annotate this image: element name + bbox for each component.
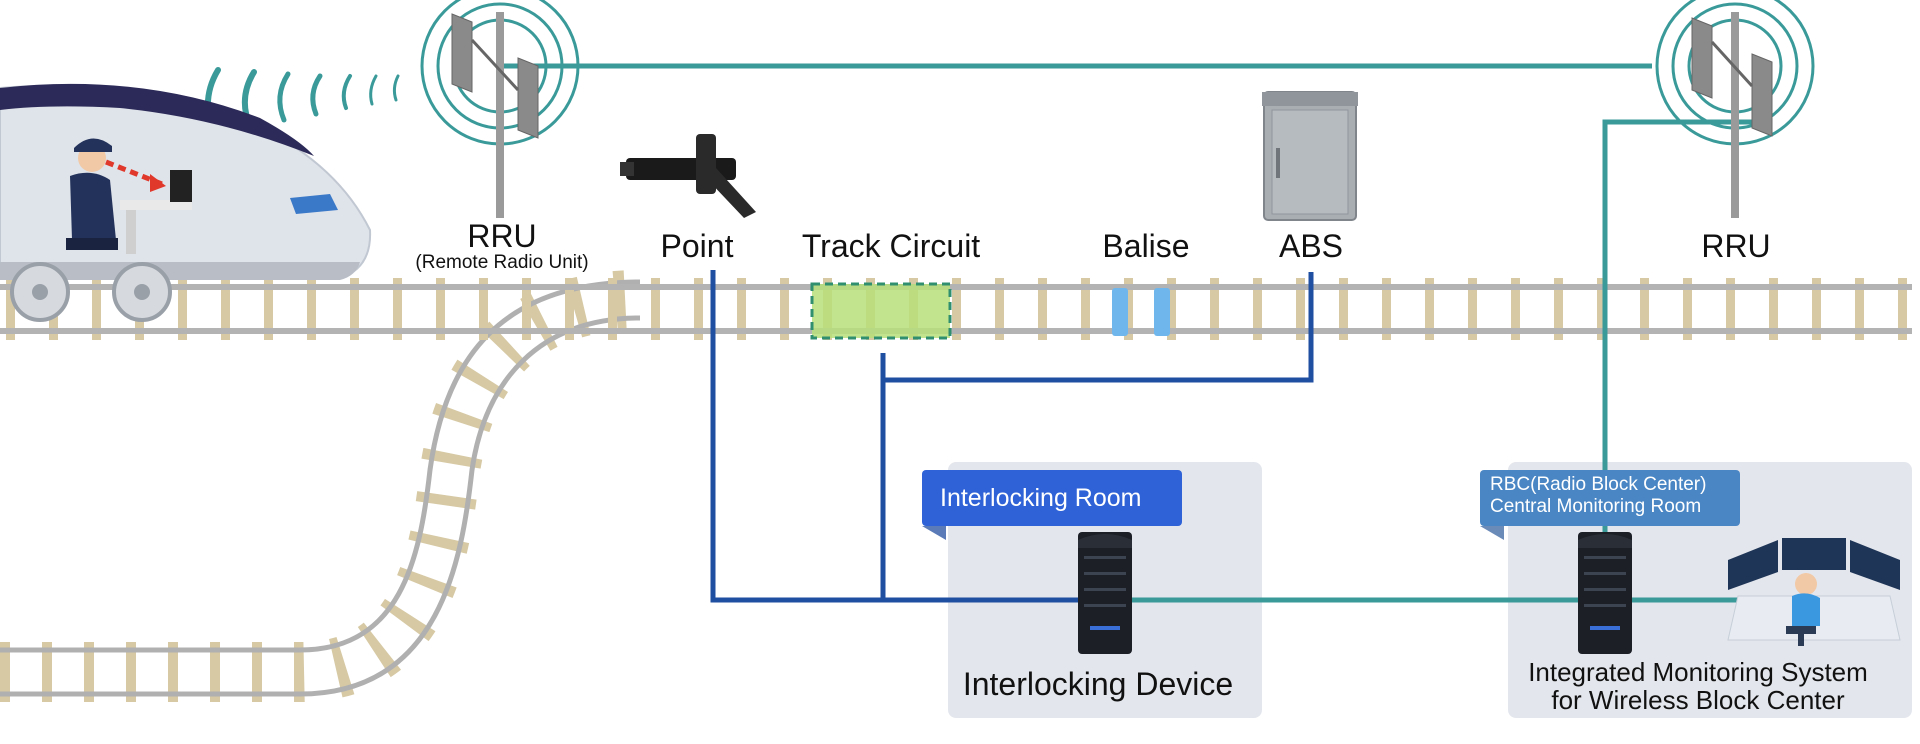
track-tie (737, 278, 746, 340)
track-tie (952, 278, 961, 340)
monitoring-system-label-line1: Integrated Monitoring System (1528, 657, 1868, 687)
track-tie (1468, 278, 1477, 340)
track-tie (264, 278, 273, 340)
track-tie (995, 278, 1004, 340)
abs-cabinet-icon (1262, 91, 1358, 221)
track-tie (178, 278, 187, 340)
point-label: Point (660, 228, 734, 264)
abs-label: ABS (1278, 228, 1344, 264)
rru-left-label: RRU (467, 218, 537, 254)
track-tie (1081, 278, 1090, 340)
balise-icon (1112, 288, 1170, 336)
rru-left-sublabel: (Remote Radio Unit) (415, 252, 589, 273)
track-tie (608, 278, 617, 340)
antenna-icon (420, 0, 580, 218)
operator-console-icon (1727, 538, 1901, 646)
rbc-room-title: RBC(Radio Block Center) Central Monitori… (1490, 474, 1706, 518)
interlocking-device-label: Interlocking Device (962, 666, 1234, 702)
main-track (0, 278, 1912, 340)
track-tie (1898, 278, 1907, 340)
track-tie (1855, 278, 1864, 340)
monitoring-system-label-line2: for Wireless Block Center (1551, 685, 1845, 715)
track-tie (1769, 278, 1778, 340)
track-circuit-label: Track Circuit (801, 228, 981, 264)
track-tie (565, 278, 574, 340)
interlocking-room-tag (922, 470, 1182, 540)
track-tie (1382, 278, 1391, 340)
track-tie (221, 278, 230, 340)
track-tie (651, 278, 660, 340)
track-tie (1554, 278, 1563, 340)
track-tie (694, 278, 703, 340)
rbc-room-title-line2: Central Monitoring Room (1490, 496, 1702, 517)
track-tie (6, 278, 15, 340)
track-tie (1210, 278, 1219, 340)
track-tie (1253, 278, 1262, 340)
track-tie (1167, 278, 1176, 340)
track-tie (780, 278, 789, 340)
track-tie (1296, 278, 1305, 340)
track-tie (479, 278, 488, 340)
track-tie (350, 278, 359, 340)
track-tie (1339, 278, 1348, 340)
track-tie (1683, 278, 1692, 340)
interlocking-room-title: Interlocking Room (940, 484, 1142, 512)
track-tie (393, 278, 402, 340)
track-tie (1812, 278, 1821, 340)
rbc-room-tag (1480, 470, 1740, 540)
track-tie (307, 278, 316, 340)
track-tie (1597, 278, 1606, 340)
high-speed-train-icon (0, 83, 372, 322)
balise-label: Balise (1102, 228, 1190, 264)
branch-track (0, 270, 641, 702)
server-rack-icon (1078, 532, 1132, 654)
wireless-links (500, 63, 1768, 603)
track-tie (1511, 278, 1520, 340)
server-rack-icon (1578, 532, 1632, 654)
rbc-room-title-line1: RBC(Radio Block Center) (1490, 474, 1707, 495)
wired-links (710, 270, 1314, 603)
point-machine-icon (620, 134, 756, 218)
track-tie (1726, 278, 1735, 340)
track-tie (1038, 278, 1047, 340)
track-tie (92, 278, 101, 340)
track-tie (436, 278, 445, 340)
track-circuit-block (810, 282, 952, 340)
track-tie (1425, 278, 1434, 340)
antenna-icon (1655, 0, 1815, 218)
track-tie (522, 278, 531, 340)
rru-right-label: RRU (1701, 228, 1771, 264)
track-tie (1640, 278, 1649, 340)
monitoring-system-label: Integrated Monitoring System for Wireles… (1528, 658, 1868, 714)
track-tie (1124, 278, 1133, 340)
